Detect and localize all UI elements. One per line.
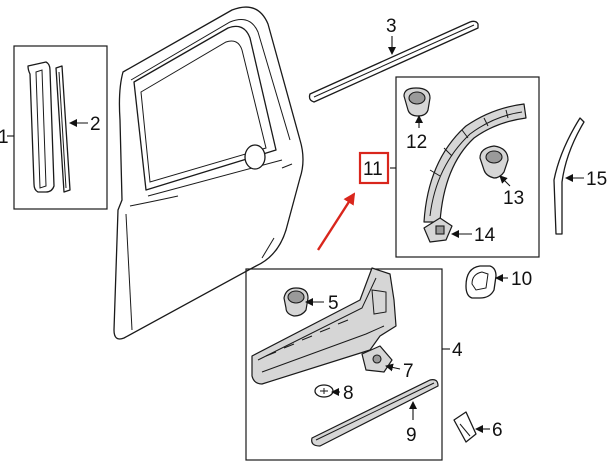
clip-6 bbox=[453, 411, 477, 443]
callout-6: 6 bbox=[492, 420, 503, 441]
callout-15: 15 bbox=[586, 169, 607, 190]
belt-molding bbox=[308, 20, 479, 103]
callout-7: 7 bbox=[403, 361, 414, 382]
callout-2: 2 bbox=[90, 114, 101, 135]
callout-12: 12 bbox=[406, 132, 427, 153]
clip-13 bbox=[479, 145, 509, 179]
clip-8 bbox=[314, 384, 334, 398]
callout-11-highlight-box bbox=[358, 151, 390, 185]
rear-door-shell bbox=[113, 6, 304, 340]
wheel-molding-box bbox=[395, 76, 540, 258]
clip-5 bbox=[283, 287, 309, 317]
callout-14: 14 bbox=[474, 225, 496, 246]
clip-12 bbox=[403, 87, 431, 117]
callout-4: 4 bbox=[452, 340, 463, 361]
cladding-strip-9 bbox=[311, 379, 439, 447]
cladding-box bbox=[245, 267, 443, 461]
callout-11-highlight-arrow bbox=[316, 192, 356, 251]
leader-lines bbox=[7, 36, 584, 433]
callout-13: 13 bbox=[503, 188, 524, 209]
callout-3: 3 bbox=[386, 16, 397, 37]
callout-5: 5 bbox=[328, 293, 339, 314]
callout-1: 1 bbox=[0, 127, 9, 148]
highlight-11 bbox=[316, 151, 390, 251]
callout-labels: 1 2 3 4 5 6 7 8 9 10 11 12 13 14 15 bbox=[0, 16, 607, 446]
rear-molding-strip bbox=[553, 117, 585, 235]
clip-10 bbox=[465, 265, 497, 299]
callout-8: 8 bbox=[343, 383, 354, 404]
callout-11: 11 bbox=[363, 159, 383, 180]
callout-9: 9 bbox=[406, 425, 417, 446]
clip-14 bbox=[423, 217, 453, 243]
callout-10: 10 bbox=[511, 269, 532, 290]
pillar-molding-box bbox=[13, 45, 108, 210]
